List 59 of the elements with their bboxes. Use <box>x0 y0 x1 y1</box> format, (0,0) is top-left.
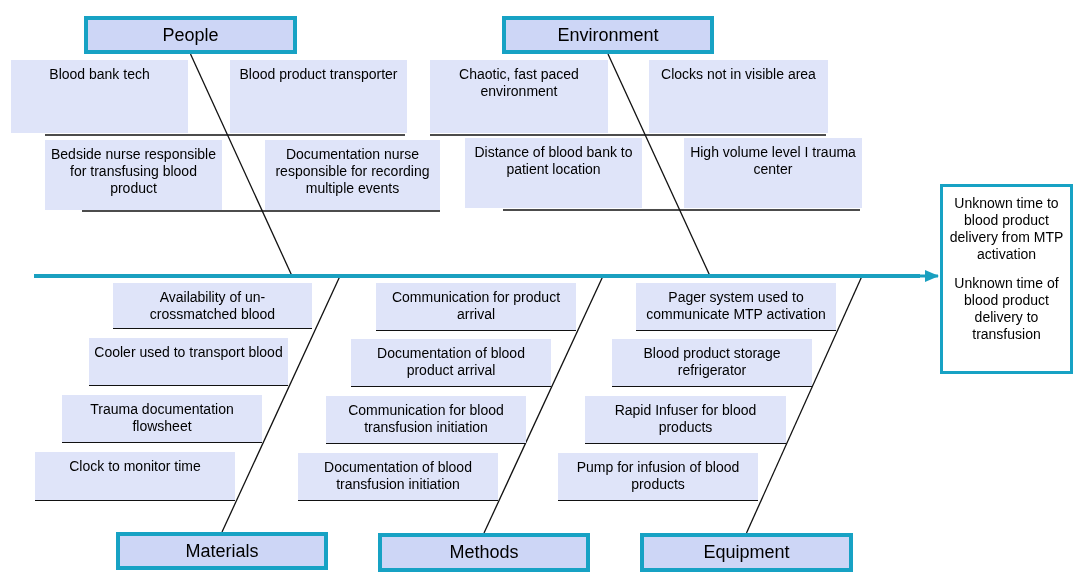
category-box <box>116 532 328 570</box>
spine-arrow <box>920 270 939 282</box>
cause-box <box>649 60 828 133</box>
category-box <box>502 16 714 54</box>
cause-box <box>113 283 312 329</box>
cause-text: Clock to monitor time <box>69 458 201 475</box>
cause-text: Trauma documentation flowsheet <box>89 401 235 435</box>
bone-line <box>483 275 604 534</box>
cause-text: Chaotic, fast paced environment <box>458 66 580 100</box>
category-label: People <box>162 23 219 47</box>
cause-text: Blood product storage refrigerator <box>642 345 782 379</box>
cause-box <box>376 283 576 331</box>
effect-box <box>940 184 1073 374</box>
cause-text: Pager system used to communicate MTP activation <box>645 289 827 323</box>
cause-box <box>351 339 551 387</box>
effect-text: Unknown time of blood product delivery to transfusion <box>953 275 1060 343</box>
cause-box <box>265 140 440 210</box>
category-label: Materials <box>185 539 259 563</box>
cause-box <box>35 452 235 501</box>
cause-box <box>62 395 262 443</box>
category-label: Methods <box>449 541 519 564</box>
cause-text: Clocks not in visible area <box>661 66 816 83</box>
cause-text: High volume level I trauma center <box>689 144 857 178</box>
cause-box <box>45 140 222 210</box>
effect-text: Unknown time to blood product delivery from MTP activation <box>948 195 1065 263</box>
cause-box <box>430 60 608 133</box>
cause-box <box>326 396 526 444</box>
cause-text: Cooler used to transport blood <box>94 344 283 361</box>
category-box <box>640 533 853 572</box>
bone-line <box>745 275 863 534</box>
cause-text: Communication for blood transfusion initiation <box>347 402 505 436</box>
cause-box <box>558 453 758 501</box>
cause-box <box>230 60 407 133</box>
cause-text: Blood product transporter <box>239 66 398 83</box>
bone-line <box>221 275 341 533</box>
cause-text: Documentation of blood product arrival <box>376 345 526 379</box>
cause-text: Pump for infusion of blood products <box>575 459 741 493</box>
cause-box <box>636 283 836 331</box>
cause-box <box>465 138 642 208</box>
category-box <box>84 16 297 54</box>
category-label: Equipment <box>703 541 790 564</box>
cause-text: Blood bank tech <box>49 66 150 83</box>
cause-box <box>11 60 188 133</box>
cause-box <box>585 396 786 444</box>
cause-text: Bedside nurse responsible for transfusing blood product <box>50 146 217 197</box>
cause-text: Documentation of blood transfusion initiation <box>323 459 473 493</box>
cause-box <box>89 338 288 386</box>
category-label: Environment <box>557 23 659 47</box>
cause-text: Documentation nurse responsible for recording multiple events <box>274 146 431 197</box>
cause-text: Communication for product arrival <box>390 289 562 323</box>
cause-box <box>684 138 862 208</box>
bone-line <box>607 53 711 277</box>
category-box <box>378 533 590 572</box>
cause-text: Availability of un-crossmatched blood <box>148 289 277 323</box>
cause-box <box>612 339 812 387</box>
cause-text: Distance of blood bank to patient location <box>473 144 634 178</box>
bone-line <box>189 53 293 277</box>
cause-text: Rapid Infuser for blood products <box>613 402 758 436</box>
cause-box <box>298 453 498 501</box>
